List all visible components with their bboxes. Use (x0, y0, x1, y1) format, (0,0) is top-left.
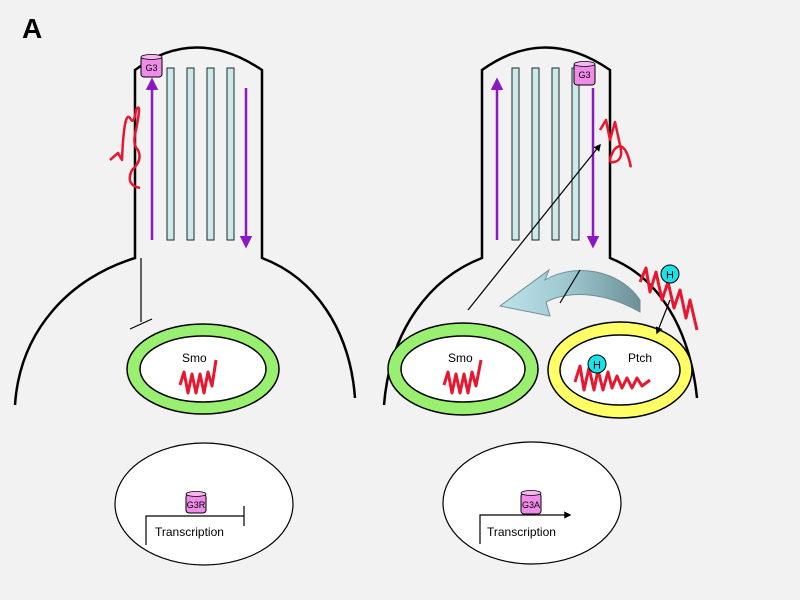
left-gene-line (145, 515, 244, 545)
right-nucleus: G3A Transcription (442, 441, 622, 565)
right-smo-squiggle (442, 359, 483, 395)
ligand-outside-circle (660, 264, 680, 284)
left-gli3-label: G3 (145, 63, 157, 73)
smo-to-cilium-arrow (467, 143, 601, 311)
right-ptch-squiggle (573, 364, 651, 392)
left-smo-squiggle (178, 359, 218, 395)
ligand-outside-label: H (666, 270, 674, 282)
left-microtubules (166, 67, 235, 241)
curved-block-arrow (498, 268, 641, 317)
right-smo-label: Smo (448, 351, 473, 365)
right-ptch-label: Ptch (628, 351, 652, 365)
right-gene-line (479, 511, 572, 544)
left-smo-vesicle: Smo (126, 323, 280, 415)
right-smo-vesicle: Smo (387, 322, 539, 416)
right-cell: G3 Smo Ptch H H (382, 46, 699, 565)
right-microtubules (511, 67, 580, 241)
block-cross-line (559, 269, 581, 304)
left-cell-membrane (13, 46, 357, 406)
right-ptch-vesicle: Ptch H (547, 321, 693, 419)
left-inhibition-bar (129, 318, 153, 330)
right-ciliary-receptor (598, 118, 632, 168)
left-ciliary-receptor (109, 106, 141, 190)
left-promoter-tag: G3R (187, 500, 206, 510)
right-gli3-label: G3 (578, 70, 590, 80)
left-smo-label: Smo (182, 351, 207, 365)
ligand-inside-circle (587, 354, 607, 374)
panel-label: A (22, 13, 42, 44)
left-cell: G3 Smo G3R Transcription (13, 46, 357, 566)
ligand-inside-label: H (593, 360, 601, 372)
left-nucleus: G3R Transcription (114, 442, 294, 566)
right-promoter-tag: G3A (522, 500, 540, 510)
left-gli3-tag: G3 (140, 54, 163, 78)
ligand-to-ptch-arrow (655, 299, 671, 335)
right-gli3-tag: G3 (573, 61, 596, 86)
left-transcription-label: Transcription (155, 525, 224, 539)
right-transcription-label: Transcription (487, 525, 556, 539)
